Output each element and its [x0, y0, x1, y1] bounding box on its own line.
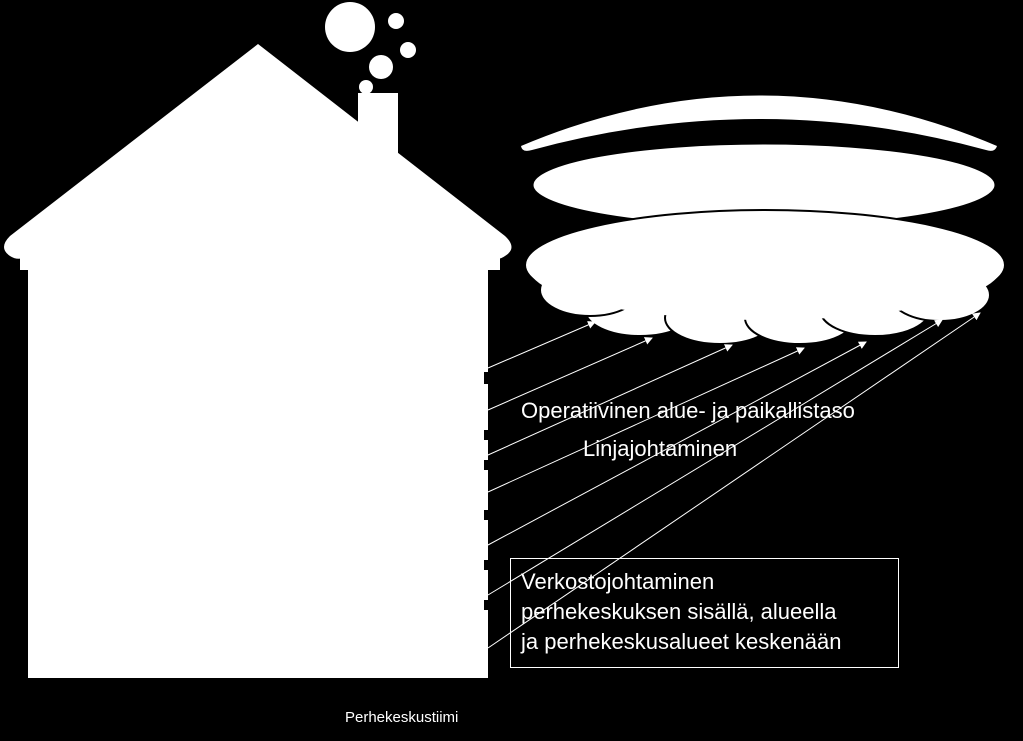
- network-management-line: Verkostojohtaminen: [521, 569, 715, 594]
- arrow-line: [487, 337, 653, 411]
- wall-notches: [484, 372, 490, 610]
- network-management-line: ja perhekeskusalueet keskenään: [521, 629, 842, 654]
- line-management-label: Linjajohtaminen: [583, 436, 738, 461]
- arrow-line: [487, 344, 733, 456]
- smoke-puff-medium: [369, 55, 393, 79]
- house-eave-right: [488, 255, 500, 270]
- smoke-puff-tiny: [359, 80, 373, 94]
- operational-level-label: Operatiivinen alue- ja paikallistaso: [521, 398, 855, 423]
- smoke-puffs: [325, 2, 416, 94]
- cloud-lower-fill: [529, 216, 1001, 320]
- network-management-box: Verkostojohtaminen perhekeskuksen sisäll…: [510, 558, 899, 668]
- arrow-line: [487, 347, 805, 493]
- smoke-puff-small: [388, 13, 404, 29]
- network-management-line: perhekeskuksen sisällä, alueella: [521, 599, 837, 624]
- arrow-line: [487, 319, 943, 596]
- smoke-puff-small: [400, 42, 416, 58]
- house-caption: Perhekeskustiimi: [345, 709, 459, 726]
- house-body: [28, 72, 488, 678]
- smoke-puff-large: [325, 2, 375, 52]
- arc-ring: [521, 95, 997, 151]
- arrow-line: [487, 312, 981, 649]
- arrow-lines: [487, 312, 981, 649]
- house-eave-left: [20, 255, 30, 270]
- arrow-line: [487, 321, 596, 369]
- arrow-line: [487, 341, 867, 546]
